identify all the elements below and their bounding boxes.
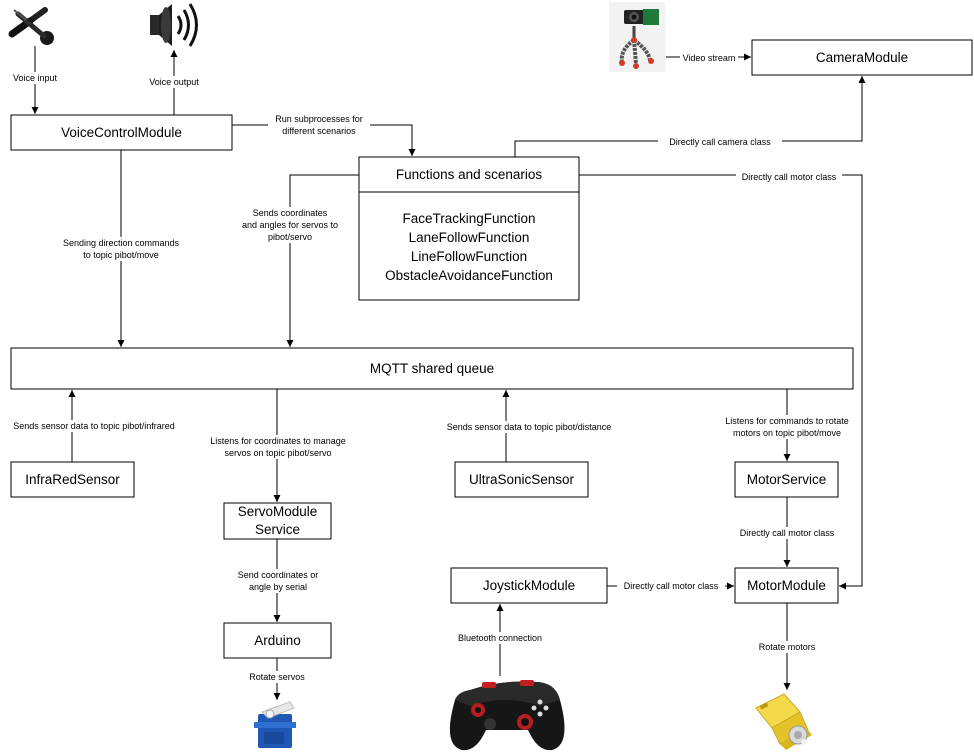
edge-label: Video stream [683, 53, 736, 63]
edge-listens-commands: Listens for commands to rotate motors on… [716, 389, 858, 461]
edge-infrared-data: Sends sensor data to topic pibot/infrare… [4, 390, 184, 462]
joystick-module-label: JoystickModule [483, 578, 575, 593]
edge-label: Listens for coordinates to manage [210, 436, 346, 446]
camera-tripod-icon [609, 2, 665, 72]
dc-motor-icon [755, 693, 812, 750]
function-item: ObstacleAvoidanceFunction [385, 268, 553, 283]
camera-module-label: CameraModule [816, 50, 908, 65]
edge-label: Directly call motor class [742, 172, 837, 182]
edge-rotate-motors: Rotate motors [753, 603, 821, 690]
motor-module-node: MotorModule [734, 567, 839, 604]
edge-directly-call-motor-service: Directly call motor class [733, 497, 841, 567]
arduino-node: Arduino [223, 622, 332, 659]
servo-motor-icon [254, 701, 296, 748]
infrared-sensor-node: InfraRedSensor [10, 461, 135, 498]
edge-label: Listens for commands to rotate [725, 416, 849, 426]
edge-label: Voice output [149, 77, 199, 87]
servo-module-service-label-line: ServoModule [238, 504, 318, 519]
edge-label: servos on topic pibot/servo [224, 448, 331, 458]
edge-label: Directly call camera class [669, 137, 771, 147]
edge-bluetooth: Bluetooth connection [450, 604, 550, 676]
motor-service-node: MotorService [734, 461, 839, 498]
ultrasonic-sensor-label: UltraSonicSensor [469, 472, 575, 487]
edge-listens-coordinates: Listens for coordinates to manage servos… [202, 389, 354, 502]
joystick-module-node: JoystickModule [450, 567, 608, 604]
edge-voice-output: Voice output [144, 50, 204, 115]
function-item: LaneFollowFunction [409, 230, 530, 245]
camera-module-node: CameraModule [751, 39, 973, 76]
functions-scenarios-title: Functions and scenarios [396, 167, 543, 182]
edge-sends-coordinates: Sends coordinates and angles for servos … [238, 174, 359, 347]
edge-label: and angles for servos to [242, 220, 338, 230]
function-item: LineFollowFunction [411, 249, 527, 264]
infrared-sensor-label: InfraRedSensor [25, 472, 120, 487]
edge-label: angle by serial [249, 582, 307, 592]
edge-label: to topic pibot/move [83, 250, 159, 260]
voice-control-module-label: VoiceControlModule [61, 125, 182, 140]
edge-run-subprocesses: Run subprocesses for different scenarios [232, 113, 416, 156]
edge-label: Sends sensor data to topic pibot/distanc… [447, 422, 612, 432]
edge-label: Rotate motors [759, 642, 816, 652]
edge-label: Voice input [13, 73, 58, 83]
ultrasonic-sensor-node: UltraSonicSensor [454, 461, 589, 498]
motor-module-label: MotorModule [747, 578, 826, 593]
motor-service-label: MotorService [747, 472, 827, 487]
edge-video-stream: Video stream [666, 52, 751, 64]
speaker-icon [150, 3, 198, 47]
edge-label: Bluetooth connection [458, 633, 542, 643]
edge-directly-call-motor-joystick: Directly call motor class [607, 580, 734, 592]
edge-sending-direction: Sending direction commands to topic pibo… [56, 150, 186, 347]
voice-control-module-node: VoiceControlModule [10, 114, 233, 151]
edge-label: motors on topic pibot/move [733, 428, 841, 438]
servo-module-service-node: ServoModule Service [223, 502, 332, 540]
edge-label: Sending direction commands [63, 238, 180, 248]
edge-directly-call-motor-top: Directly call motor class [579, 171, 863, 590]
microphone-icon [8, 7, 54, 45]
edge-label: Send coordinates or [238, 570, 319, 580]
mqtt-queue-node: MQTT shared queue [10, 347, 854, 390]
mqtt-queue-label: MQTT shared queue [370, 361, 494, 376]
edge-label: Directly call motor class [624, 581, 719, 591]
arduino-label: Arduino [254, 633, 301, 648]
edge-rotate-servos: Rotate servos [244, 658, 310, 700]
edge-label: Run subprocesses for [275, 114, 363, 124]
edge-directly-call-camera: Directly call camera class [514, 76, 866, 157]
servo-module-service-label-line: Service [255, 522, 300, 537]
functions-scenarios-node: Functions and scenarios FaceTrackingFunc… [358, 156, 580, 301]
edge-distance-data: Sends sensor data to topic pibot/distanc… [438, 390, 620, 462]
edge-label: Rotate servos [249, 672, 305, 682]
edge-send-coordinates-serial: Send coordinates or angle by serial [230, 539, 326, 622]
function-item: FaceTrackingFunction [402, 211, 535, 226]
gamepad-icon [449, 680, 565, 751]
edge-label: Sends coordinates [253, 208, 328, 218]
edge-label: Sends sensor data to topic pibot/infrare… [13, 421, 175, 431]
edge-label: Directly call motor class [740, 528, 835, 538]
edge-label: pibot/servo [268, 232, 312, 242]
edge-voice-input: Voice input [8, 46, 64, 114]
edge-label: different scenarios [282, 126, 356, 136]
